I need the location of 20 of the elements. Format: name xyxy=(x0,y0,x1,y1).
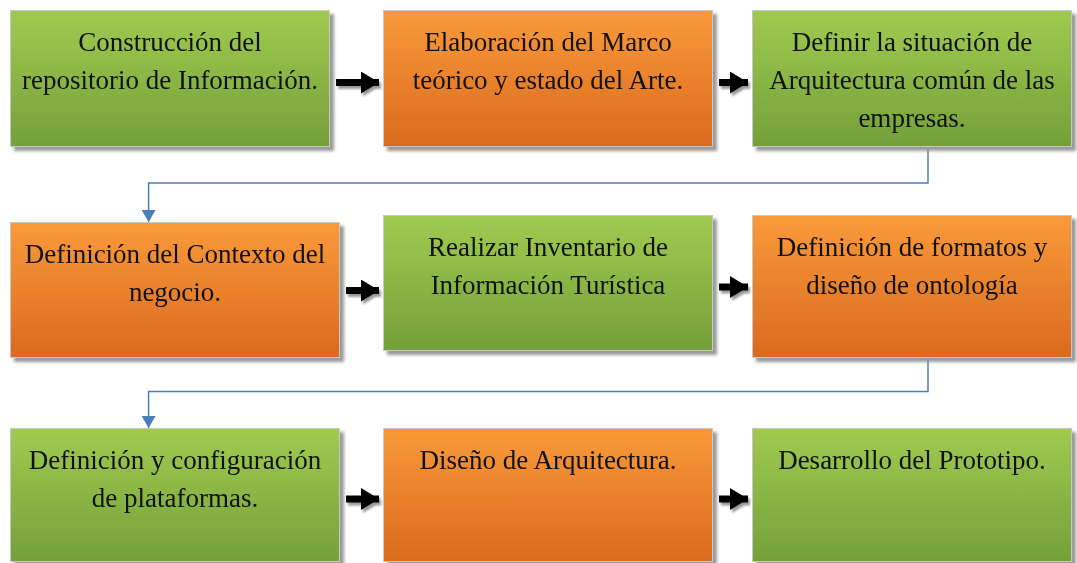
box-text: Construcción del repositorio de Información. xyxy=(20,26,320,97)
process-box xyxy=(10,222,340,358)
process-box xyxy=(383,215,713,351)
arrow xyxy=(141,146,929,223)
process-box xyxy=(752,428,1072,562)
process-box xyxy=(383,428,713,562)
arrow xyxy=(141,357,929,429)
process-box xyxy=(10,428,340,562)
box-text: Definición de formatos y diseño de ontología xyxy=(775,231,1049,302)
process-box xyxy=(752,215,1072,358)
box-text: Diseño de Arquitectura. xyxy=(418,444,678,477)
box-text: Desarrollo del Prototipo. xyxy=(777,444,1047,477)
box-text: Definición del Contexto del negocio. xyxy=(23,238,327,309)
process-box xyxy=(10,10,330,147)
box-text: Definir la situación de Arquitectura común de las empresas. xyxy=(768,26,1056,135)
process-box xyxy=(383,10,713,147)
box-text: Definición y configuración de plataformas. xyxy=(27,444,323,515)
box-text: Realizar Inventario de Información Turística xyxy=(427,231,669,302)
box-text: Elaboración del Marco teórico y estado del Arte. xyxy=(411,26,685,97)
process-box xyxy=(752,10,1072,147)
